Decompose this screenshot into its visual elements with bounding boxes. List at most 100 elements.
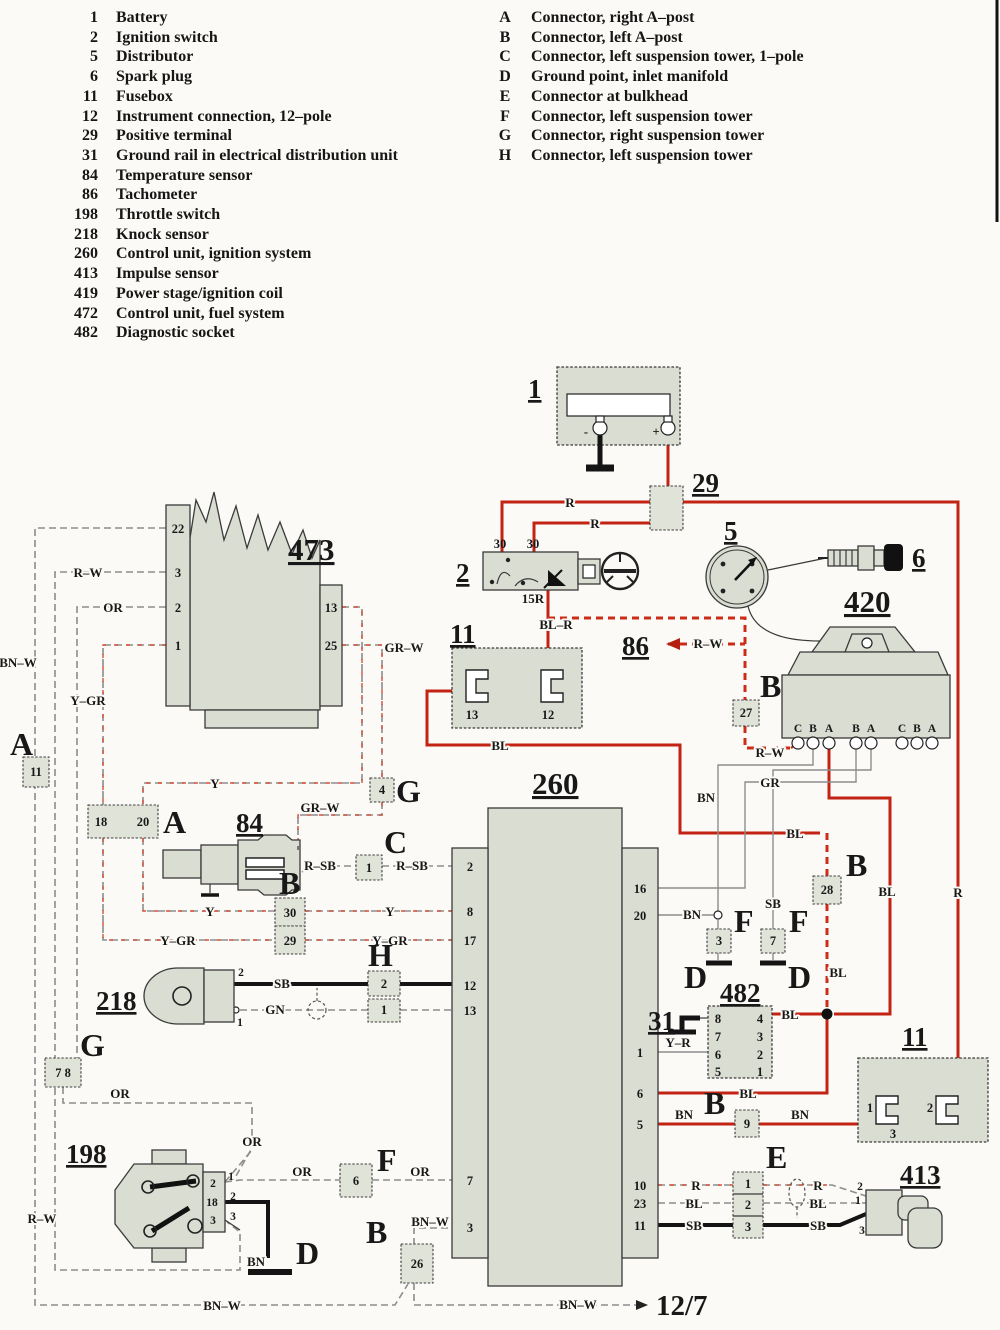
terminal-15r: 15R: [522, 591, 545, 606]
instrument-ref-12-7: 12/7: [656, 1290, 708, 1322]
wire-label-or: OR: [110, 1086, 130, 1101]
pin-8: 8: [715, 1012, 721, 1026]
wire-label-sb: SB: [765, 896, 781, 911]
connector-b29-pin: 29: [284, 934, 297, 948]
ground-rail-label: 31: [648, 1006, 675, 1036]
wire-label-bn: BN: [675, 1107, 694, 1122]
wire-label-rw: R–W: [694, 636, 723, 651]
connector-g-letter: G: [396, 773, 421, 809]
wire-label-ygr: Y–GR: [70, 693, 106, 708]
wire-label-sb: SB: [686, 1218, 702, 1233]
connector-e-pin1: 1: [745, 1177, 751, 1191]
diagnostic-socket-label: 482: [720, 978, 761, 1008]
pin-2: 2: [757, 1048, 763, 1062]
battery: - + 1: [528, 366, 681, 472]
wire-throttle: [224, 1149, 270, 1258]
terminal-30: 30: [494, 537, 507, 551]
bottom-run: BN–W BN–W 12/7: [201, 1290, 708, 1322]
terminal-a: A: [928, 723, 937, 735]
wire-label-r: R: [565, 495, 575, 510]
terminal-c: C: [898, 723, 906, 735]
terminal-22: 22: [172, 522, 185, 536]
wire-label-rsb: R–SB: [304, 858, 336, 873]
wire-label-gn: GN: [265, 1002, 285, 1017]
pin-3: 3: [859, 1225, 865, 1237]
fuse-13: 13: [466, 708, 479, 722]
bn-connector-circle: [713, 910, 723, 920]
terminal-2: 2: [175, 601, 181, 615]
tachometer-arrowhead: [666, 638, 680, 650]
battery-minus: -: [584, 425, 588, 439]
pin-2: 2: [857, 1181, 863, 1193]
pin-1: 1: [757, 1065, 763, 1079]
pin-1: 1: [855, 1195, 861, 1207]
terminal-13: 13: [325, 601, 338, 615]
wire-label-ygr: Y–GR: [160, 933, 196, 948]
connector-f3-pin: 3: [716, 934, 722, 948]
wire-r-power: [500, 443, 960, 1090]
connector-b30-pin: 30: [284, 906, 297, 920]
pin-3: 3: [210, 1215, 216, 1227]
terminal-b: B: [852, 723, 860, 735]
temp-sensor-label: 84: [236, 808, 263, 838]
wire-label-sb: SB: [274, 976, 290, 991]
wire-label-bn: BN: [697, 790, 716, 805]
wire-y-net: [142, 606, 452, 912]
connector-b28-pin: 28: [821, 883, 834, 897]
pin-2: 2: [230, 1191, 236, 1203]
wire-label-grw: GR–W: [385, 640, 424, 655]
wire-label-rw: R–W: [756, 745, 785, 760]
wire-label-bn: BN: [683, 907, 702, 922]
ignition-ecu-label: 260: [532, 766, 579, 801]
power-stage-420: 420 C B A B A C B A GR BN BL: [695, 584, 951, 901]
knock-sensor-218: 218 2 1 SB GN: [96, 967, 292, 1029]
fusebox-label: 11: [450, 619, 476, 649]
fuel-ecu-473: 473 22 3 2 1 13 25 R–W OR BN–W Y–GR Y GR…: [0, 491, 426, 793]
connector-h1-pin: 1: [381, 1003, 387, 1017]
wire-label-y: Y: [210, 776, 220, 791]
terminal-11: 11: [634, 1219, 646, 1233]
battery-plus: +: [652, 425, 659, 439]
terminal-a: A: [867, 723, 876, 735]
connector-a-18-20: 18 20 A: [87, 804, 186, 840]
power-stage-label: 420: [844, 584, 891, 619]
connector-g4-pin: 4: [379, 783, 386, 797]
wire-rsb: [301, 865, 452, 873]
terminal-23: 23: [634, 1197, 647, 1211]
wire-ygr-net: [102, 644, 452, 941]
fuse-12: 12: [542, 708, 555, 722]
impulse-sensor-413: 413 2 1 3: [855, 1160, 943, 1249]
wire-gr-bn-sb-420: [658, 749, 872, 960]
wire-bnw-net: [34, 527, 648, 1310]
shield-symbol: [307, 1000, 327, 1020]
terminal-3: 3: [467, 1221, 473, 1235]
wire-label-ygr: Y–GR: [372, 933, 408, 948]
wire-label-bl: BL: [739, 1086, 757, 1101]
wire-label-bl: BL: [829, 965, 847, 980]
wire-label-bl: BL: [491, 738, 509, 753]
terminal-5: 5: [637, 1118, 643, 1132]
wire-label-bnw: BN–W: [203, 1298, 241, 1313]
knock-sensor-label: 218: [96, 986, 137, 1016]
wire-label-or: OR: [410, 1164, 430, 1179]
pin-5: 5: [715, 1065, 721, 1079]
connector-b27: 27 B R–W: [732, 668, 786, 762]
connector-b-letter: B: [846, 847, 867, 883]
battery-label: 1: [528, 374, 542, 404]
terminal-13: 13: [464, 1004, 477, 1018]
connector-g-letter: G: [80, 1027, 105, 1063]
pin-3: 3: [230, 1211, 236, 1223]
wire-label-bn: BN: [247, 1254, 266, 1269]
